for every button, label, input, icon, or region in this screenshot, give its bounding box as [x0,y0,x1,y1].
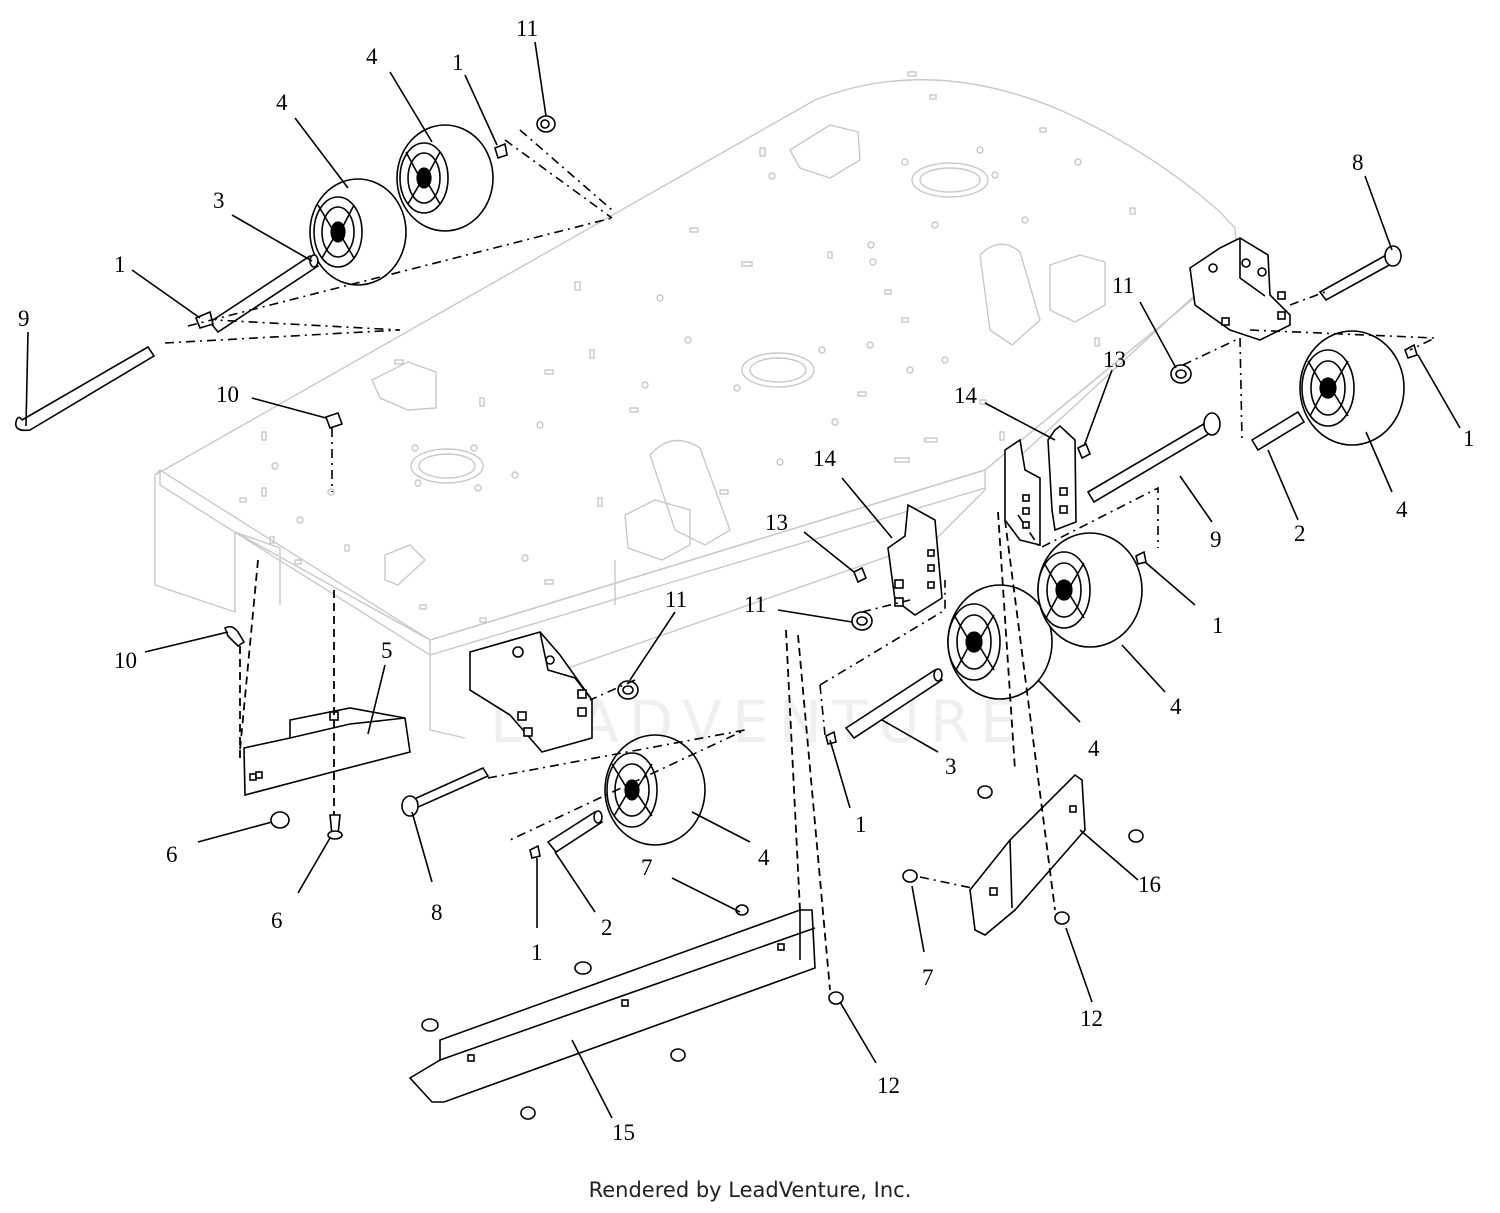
callout-1-left: 1 [114,252,126,277]
callout-14-right: 14 [954,383,978,408]
axle-left [14,345,156,432]
baffle-15 [408,909,816,1103]
nut-top [536,115,556,133]
tube-2-front [529,810,604,859]
pin-8-right [1318,245,1402,302]
callout-10-top: 10 [216,382,239,407]
baffle-16 [969,773,1086,936]
carriage-bolt-6 [270,811,343,840]
nut-11-right [1170,364,1192,384]
bracket-14-right [1004,424,1077,547]
wheel-right-front-b [1037,532,1143,648]
wheel-top-left-rear [309,178,407,286]
callout-16: 16 [1138,872,1161,897]
wheel-right-front-a [947,584,1053,700]
callout-9-left: 9 [18,306,30,331]
callout-6-bottom: 6 [271,908,283,933]
callout-9-right: 9 [1210,527,1222,552]
callout-11-right: 11 [1112,273,1134,298]
callout-6-left: 6 [166,842,178,867]
callout-14-center: 14 [813,446,837,471]
baffle-5 [243,707,411,797]
callout-1-front: 1 [531,940,543,965]
callout-13-right: 13 [1103,347,1126,372]
assembly-lines [164,129,1436,991]
callout-11-front: 11 [665,587,687,612]
callout-2-right: 2 [1294,521,1306,546]
mower-deck [154,71,1239,739]
bracket-14-center [887,503,943,616]
bolt-13-center [852,566,868,584]
callout-15: 15 [612,1120,635,1145]
callout-12-center: 12 [877,1073,900,1098]
tube-2-right [1250,343,1418,452]
callout-1-center: 1 [855,812,867,837]
callout-3-top-left: 3 [213,188,225,213]
callout-5: 5 [381,638,393,663]
callout-4-right-b: 4 [1170,694,1182,719]
callout-8-right: 8 [1352,150,1364,175]
hardware-16 [902,785,1144,925]
callout-4-top-left: 4 [276,90,288,115]
footer-credit: Rendered by LeadVenture, Inc. [588,1178,912,1202]
callout-13-center: 13 [765,510,788,535]
bolt-10-left [224,625,246,648]
wheel-top-left-front [396,124,494,232]
callout-7-front: 7 [641,855,653,880]
pin-8-front [401,766,490,817]
spacer-tube-top-left [208,254,320,334]
callout-2-front: 2 [601,915,613,940]
callout-4-top: 4 [366,44,378,69]
bolt-13-right [1076,442,1092,460]
wheel-right-rear [1299,330,1405,446]
bracket-right-rear [1189,237,1291,341]
callout-1-top: 1 [452,50,464,75]
axle-9-right [1086,412,1221,504]
callout-4-front: 4 [758,845,770,870]
nut-11-center [851,611,873,631]
callout-8-front: 8 [431,900,443,925]
callout-4-right-a: 4 [1088,736,1100,761]
hairpin-top-left [194,142,508,329]
callouts: 11 4 1 4 3 1 9 10 10 5 6 6 8 11 1 2 4 7 … [18,16,1475,1145]
bracket-front-left [469,631,593,753]
callout-3-right: 3 [945,754,957,779]
callout-1-far-right: 1 [1463,426,1475,451]
callout-4-right-rear: 4 [1396,497,1408,522]
nut-11-front [617,680,639,700]
bolt-10-top [324,411,344,430]
bolts-15 [421,904,844,1120]
callout-1-right: 1 [1212,613,1224,638]
callout-7-right: 7 [922,965,934,990]
leader-lines [25,41,1461,1119]
wheel-front-center [604,734,706,846]
callout-12-right: 12 [1080,1006,1103,1031]
callout-11-center: 11 [744,592,766,617]
callout-10-left: 10 [114,648,137,673]
callout-11-top: 11 [516,16,538,41]
